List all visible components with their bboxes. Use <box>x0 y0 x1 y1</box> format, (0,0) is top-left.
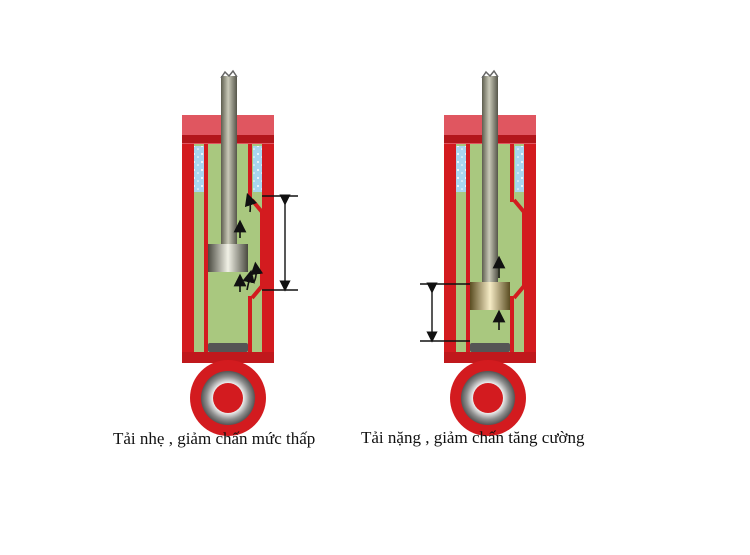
inner-cylinder-wall-left <box>466 144 470 352</box>
base-plate <box>444 352 536 363</box>
rod-cut-top <box>220 69 238 79</box>
piston-rod <box>482 76 498 286</box>
shock-absorber-heavy-load <box>420 69 536 436</box>
inner-cylinder-wall-right-lower <box>510 296 514 352</box>
rod-cut-top <box>481 69 499 79</box>
inner-cylinder-wall-left <box>204 144 208 352</box>
stroke-dimension <box>262 194 298 292</box>
base-plate <box>182 352 274 363</box>
inner-cylinder-wall-right <box>248 144 252 202</box>
inner-cylinder-wall-right-lower <box>248 296 252 352</box>
stroke-dimension <box>420 282 470 343</box>
flow-arrows <box>233 192 264 292</box>
base-valve <box>208 343 248 352</box>
bypass-flow-arrow <box>250 261 264 283</box>
bypass-groove <box>512 198 526 300</box>
shock-absorber-light-load <box>182 69 298 436</box>
inner-cylinder-wall-right <box>510 144 514 202</box>
eye-mount-center <box>213 383 243 413</box>
caption-light-load: Tải nhẹ , giảm chấn mức thấp <box>113 429 316 448</box>
gas-pocket-right <box>515 146 524 192</box>
piston-rod <box>221 76 237 246</box>
gas-pocket-left <box>194 146 204 192</box>
gas-pocket-right <box>253 146 262 192</box>
base-valve <box>470 343 510 352</box>
up-arrow <box>242 269 255 291</box>
caption-heavy-load: Tải nặng , giảm chấn tăng cường <box>361 428 585 447</box>
gas-pocket-left <box>456 146 466 192</box>
bypass-flow-arrow <box>244 192 258 213</box>
piston <box>470 282 510 310</box>
piston <box>208 244 248 272</box>
eye-mount-center <box>473 383 503 413</box>
